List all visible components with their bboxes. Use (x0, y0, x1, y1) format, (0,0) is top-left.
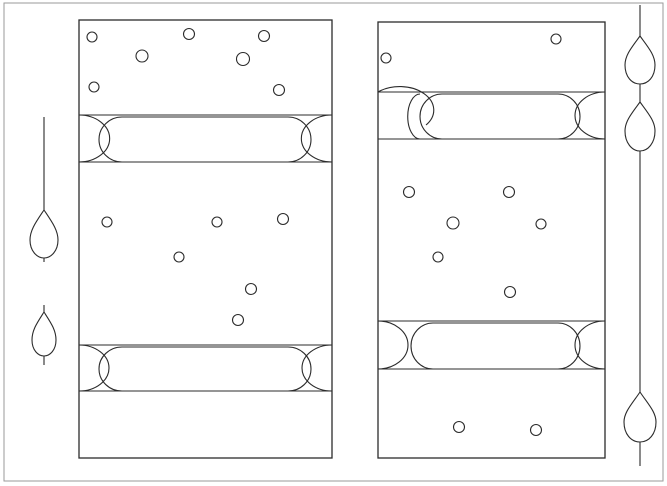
circle-marker (433, 252, 443, 262)
circle-marker (504, 187, 515, 198)
capsule-shape (420, 94, 580, 139)
right-panel (378, 22, 605, 458)
circle-marker (237, 53, 250, 66)
circle-marker (454, 422, 465, 433)
teardrop-shape (624, 392, 656, 442)
circle-marker (447, 217, 459, 229)
teardrop-shape (30, 210, 58, 258)
capsule-shape (99, 347, 311, 391)
circle-marker (89, 82, 99, 92)
left-circles (87, 29, 289, 326)
teardrop-shape (32, 312, 56, 356)
teardrop-shape (625, 36, 655, 84)
left-side-line (30, 117, 58, 365)
inner-arc-left (408, 94, 420, 139)
circle-marker (404, 187, 415, 198)
left-panel-border (79, 20, 332, 458)
circle-marker (278, 214, 289, 225)
right-tube-band-bottom (378, 321, 605, 369)
teardrop-shape (625, 102, 655, 151)
circle-marker (259, 31, 270, 42)
capsule-shape (411, 323, 580, 369)
left-panel (79, 20, 332, 458)
circle-marker (531, 425, 542, 436)
edge-arc-left (378, 321, 408, 369)
circle-marker (274, 85, 285, 96)
outer-frame (4, 3, 663, 481)
left-tube-band-top (79, 115, 332, 162)
circle-marker (536, 219, 546, 229)
circle-marker (87, 32, 97, 42)
right-tube-band-top (378, 87, 605, 139)
circle-marker (246, 284, 257, 295)
right-side-line (624, 5, 656, 466)
circle-marker (174, 252, 184, 262)
circle-marker (102, 217, 112, 227)
circle-marker (212, 217, 222, 227)
circle-marker (551, 34, 561, 44)
circle-marker (505, 287, 516, 298)
left-tube-band-bottom (79, 345, 332, 391)
circle-marker (184, 29, 195, 40)
circle-marker (233, 315, 244, 326)
edge-arc-left (79, 345, 109, 391)
circle-marker (381, 53, 391, 63)
right-panel-border (378, 22, 605, 458)
capsule-shape (99, 117, 311, 162)
edge-arc-right (302, 345, 332, 391)
edge-arc-right (301, 115, 332, 162)
circle-marker (136, 50, 148, 62)
